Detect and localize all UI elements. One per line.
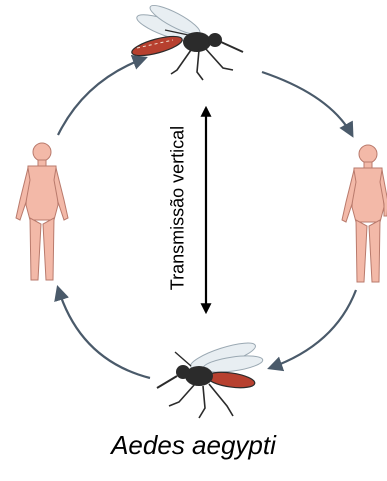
human-left-icon [16,143,68,280]
cycle-arrow-top-right [262,72,352,135]
cycle-arrow-left-top [58,58,145,135]
cycle-arrow-right-bottom [270,290,356,368]
species-caption: Aedes aegypti [0,430,387,461]
vertical-transmission-label: Transmissão vertical [168,126,189,290]
mosquito-top-icon [130,1,243,80]
human-right-icon [342,145,387,282]
mosquito-bottom-icon [157,338,264,418]
cycle-arrow-bottom-left [58,288,150,378]
